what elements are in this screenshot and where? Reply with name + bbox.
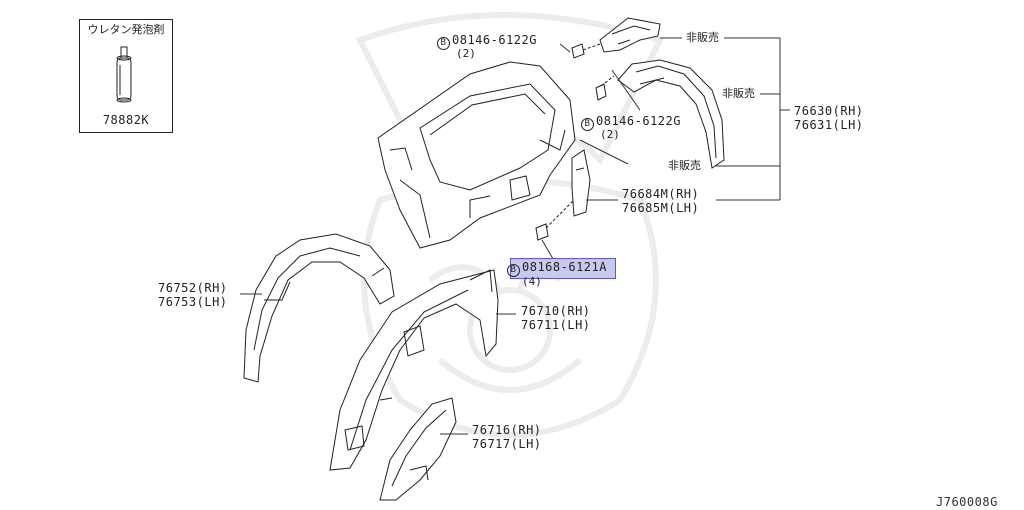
bolt-top-code: 08146-6122G	[452, 33, 537, 47]
inset-title: ウレタン発泡剤	[87, 23, 165, 36]
not-sold-label-2: 非販売	[720, 87, 757, 100]
wheel-arch-upper-part	[617, 59, 725, 169]
part-76711-lh[interactable]: 76711(LH)	[521, 318, 591, 332]
bolt-mid-code: 08146-6122G	[596, 114, 681, 128]
wheel-house-outer-part	[243, 233, 395, 383]
part-76717-lh[interactable]: 76717(LH)	[472, 437, 542, 451]
part-76716-rh[interactable]: 76716(RH)	[472, 423, 542, 437]
bolt-top-qty: (2)	[456, 47, 476, 60]
bolt-b-icon: B	[507, 264, 520, 277]
bolt-icon-mid	[595, 75, 615, 101]
inner-wheel-house-part	[329, 269, 499, 471]
urethane-can-icon	[116, 46, 132, 103]
quarter-inner-panel	[377, 61, 576, 249]
bolt-mid-qty: (2)	[600, 128, 620, 141]
part-76631-lh[interactable]: 76631(LH)	[794, 118, 864, 132]
urethane-foam-inset: ウレタン発泡剤 78882K	[79, 19, 173, 133]
part-76630-rh[interactable]: 76630(RH)	[794, 104, 864, 118]
bolt-icon-low	[535, 199, 575, 241]
inset-part-number: 78882K	[102, 113, 150, 127]
extension-bracket-part	[571, 149, 591, 217]
part-76710-rh[interactable]: 76710(RH)	[521, 304, 591, 318]
not-sold-label-1: 非販売	[684, 31, 721, 44]
bolt-low-code: 08168-6121A	[522, 260, 607, 274]
part-76684m-rh[interactable]: 76684M(RH)	[622, 187, 700, 201]
not-sold-label-3: 非販売	[666, 159, 703, 172]
part-76685m-lh[interactable]: 76685M(LH)	[622, 201, 700, 215]
bolt-b-icon: B	[581, 118, 594, 131]
lower-bracket-part	[379, 397, 457, 501]
part-76752-rh[interactable]: 76752(RH)	[158, 281, 228, 295]
bolt-icon-top	[571, 43, 601, 59]
upper-bracket-part	[599, 17, 661, 53]
bolt-low-qty: (4)	[522, 275, 542, 288]
diagram-reference-code: J760008G	[936, 495, 998, 509]
part-76753-lh[interactable]: 76753(LH)	[158, 295, 228, 309]
bolt-b-icon: B	[437, 37, 450, 50]
